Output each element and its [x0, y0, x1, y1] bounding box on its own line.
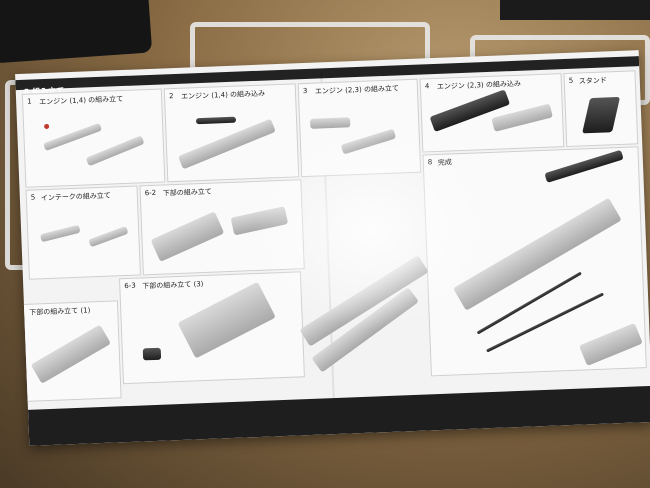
instruction-sheet: 8 組み立て 1 エンジン (1,4) の組み立て 2 エンジン (1,4) の… — [15, 50, 650, 446]
step-title: エンジン (1,4) の組み込み — [180, 89, 266, 101]
step-title: 下部の組み立て — [162, 187, 212, 198]
step-panel: 1 エンジン (1,4) の組み立て — [21, 88, 166, 188]
light-glare — [247, 126, 496, 336]
step-number: 3 — [302, 86, 308, 96]
black-box-right — [500, 0, 650, 20]
step-title: エンジン (2,3) の組み込み — [436, 79, 522, 91]
step-title: エンジン (2,3) の組み立て — [314, 84, 400, 96]
step-number: 4 — [424, 82, 430, 91]
step-panel: 5 スタンド — [563, 70, 639, 148]
step-number: 1 — [27, 97, 32, 106]
step-number: 2 — [168, 92, 174, 101]
step-title: インテークの組み立て — [40, 191, 111, 203]
step-title: 下部の組み立て (1) — [29, 306, 91, 317]
step-number: 5 — [568, 76, 574, 85]
step-number: 6-3 — [124, 281, 136, 291]
step-number: 6-2 — [144, 188, 157, 198]
step-number: 5 — [30, 193, 36, 202]
step-title: エンジン (1,4) の組み立て — [39, 94, 124, 107]
step-panel: 下部の組み立て (1) — [15, 300, 122, 403]
black-box — [0, 0, 153, 64]
step-title: スタンド — [578, 76, 607, 86]
step-title: 下部の組み立て (3) — [142, 280, 204, 291]
step-panel: 5 インテークの組み立て — [25, 185, 141, 280]
